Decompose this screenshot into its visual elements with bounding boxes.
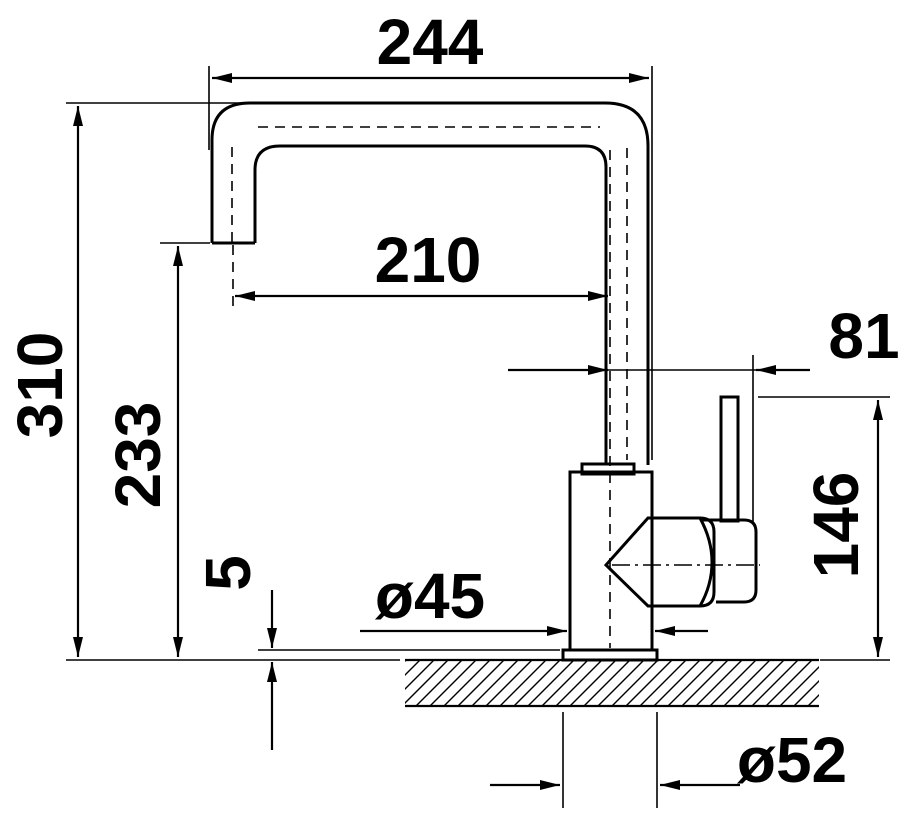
label-spout-height: 233 — [102, 402, 174, 509]
hatch-line — [793, 680, 819, 706]
hatch-line — [807, 694, 819, 706]
hatch-line — [653, 660, 701, 706]
hatch-line — [405, 660, 449, 704]
dim-spout-height: 233 — [102, 242, 210, 657]
hatch-line — [597, 660, 645, 706]
hatch-line — [765, 660, 813, 706]
hatch-line — [499, 660, 547, 706]
label-base-thickness: 5 — [192, 555, 264, 591]
hatch-line — [405, 660, 407, 662]
hatch-line — [723, 660, 771, 706]
dim-base-thickness: 5 — [192, 555, 560, 750]
hatch-line — [709, 660, 757, 706]
dim-height-total: 310 — [4, 102, 400, 661]
hatch-line — [681, 660, 729, 706]
hatch-line — [639, 660, 687, 706]
hatch-line — [822, 660, 868, 706]
hatch-line — [611, 660, 659, 706]
label-width-total: 244 — [377, 6, 484, 78]
hatch-line — [405, 660, 435, 690]
label-lever-height: 146 — [800, 472, 872, 579]
hatch-line — [569, 660, 617, 706]
dim-lever-height: 146 — [758, 396, 890, 661]
label-spout-reach: 210 — [375, 224, 482, 296]
hatch-line — [429, 660, 477, 706]
hatch-line — [779, 666, 819, 706]
hatch-line — [737, 660, 785, 706]
hatch-line — [471, 660, 519, 706]
countertop — [405, 658, 896, 708]
dim-width-total: 244 — [208, 6, 653, 460]
hatch-line — [443, 660, 491, 706]
hatch-line — [667, 660, 715, 706]
hatch-line — [405, 660, 421, 676]
label-hole-diameter: ø52 — [737, 724, 847, 796]
hatch-line — [457, 660, 505, 706]
hatch-line — [836, 660, 882, 706]
hatch-line — [555, 660, 603, 706]
label-base-diameter: ø45 — [375, 560, 485, 632]
hatch-line — [541, 660, 589, 706]
hatch-line — [695, 660, 743, 706]
hatch-line — [625, 660, 673, 706]
hatch-line — [485, 660, 533, 706]
hatch-line — [751, 660, 799, 706]
label-lever-offset: 81 — [828, 300, 899, 372]
hatch-line — [583, 660, 631, 706]
dim-spout-reach: 210 — [235, 224, 608, 301]
dim-hole-diameter: ø52 — [490, 712, 847, 808]
hatch-line — [513, 660, 561, 706]
faucet-outline — [210, 101, 758, 662]
dim-base-diameter: ø45 — [360, 560, 708, 636]
hatch-line — [415, 660, 463, 706]
dim-lever-offset: 81 — [508, 300, 900, 522]
hidden-lines — [231, 126, 760, 648]
hatch-line — [850, 660, 896, 706]
label-height-total: 310 — [4, 332, 76, 439]
hatch-line — [527, 660, 575, 706]
